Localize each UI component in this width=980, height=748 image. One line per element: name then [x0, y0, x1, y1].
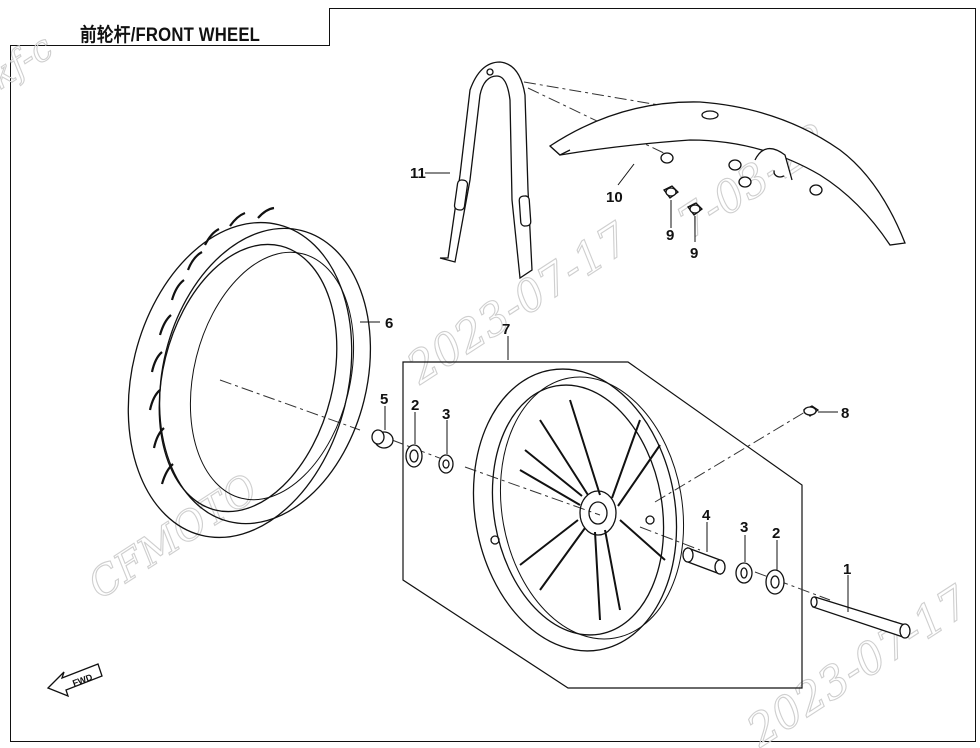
spacer-part-5 [371, 429, 394, 449]
bolt-part-9-right [687, 202, 703, 216]
axle-part-1 [810, 596, 911, 639]
callout-5: 5 [380, 391, 388, 408]
seal-part-3-right [735, 562, 753, 584]
callout-3-right: 3 [740, 519, 748, 536]
fwd-arrow-icon: FWD [46, 663, 103, 698]
seal-part-3-left [438, 454, 454, 474]
callout-1: 1 [843, 561, 851, 578]
bearing-part-2-right [765, 569, 785, 595]
callout-9-left: 9 [666, 227, 674, 244]
callout-7: 7 [502, 321, 510, 338]
callout-11: 11 [410, 165, 426, 182]
callout-labels: 11 10 9 9 6 7 5 2 3 8 4 3 2 1 [380, 165, 851, 578]
callout-4: 4 [702, 507, 711, 524]
title-box: 前轮杆/FRONT WHEEL [10, 8, 330, 46]
callout-9-right: 9 [690, 245, 698, 262]
callout-3-left: 3 [442, 406, 450, 423]
watermark-corner: kf-c [0, 27, 60, 97]
rim-spokes [519, 399, 666, 621]
callout-2-right: 2 [772, 525, 780, 542]
callout-10: 10 [606, 189, 623, 206]
front-fender-part-10 [548, 101, 906, 246]
wheel-assembly-boundary [402, 361, 803, 689]
drawing-frame [10, 8, 976, 742]
wheel-rim-part-7 [472, 368, 685, 652]
leader-lines [360, 163, 849, 612]
callout-8: 8 [841, 405, 849, 422]
collar-part-4 [682, 547, 726, 575]
bolt-part-8 [802, 405, 820, 417]
diagram-title: 前轮杆/FRONT WHEEL [80, 25, 261, 46]
fender-bracket-part-11 [439, 61, 533, 280]
watermarks: 2023-07-17 2023-07-17 7-03-22 CFMOTO kf-… [0, 27, 979, 748]
watermark-brand: CFMOTO [80, 465, 266, 608]
bearing-part-2-left [405, 444, 423, 468]
bolt-part-9-left [663, 185, 679, 199]
callout-2-left: 2 [411, 397, 419, 414]
tire-part-6 [127, 206, 372, 539]
callout-6: 6 [385, 315, 393, 332]
watermark-date-lower: 2023-07-17 [737, 576, 978, 748]
